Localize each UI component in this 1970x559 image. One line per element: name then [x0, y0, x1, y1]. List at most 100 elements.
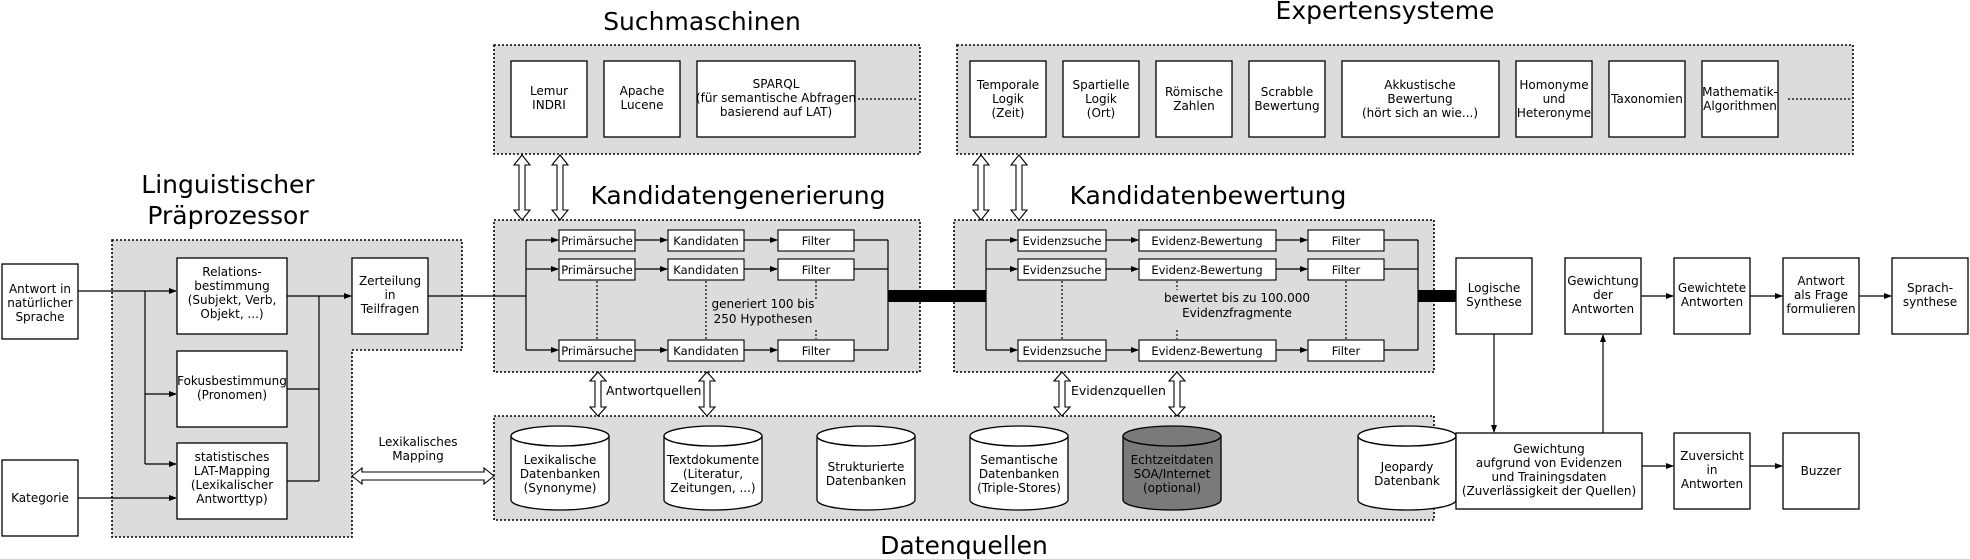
- evaluation-filter-label-1: Filter: [1332, 234, 1361, 248]
- buzzer-label: Buzzer: [1801, 464, 1842, 478]
- evaluation-to-sources-double-arrow-2: [1167, 371, 1187, 417]
- data-source-label: Lexikalische: [524, 453, 597, 467]
- generation-merge-line: [854, 239, 889, 351]
- data-source-textdokumente: Textdokumente(Literatur,Zeitungen, ...): [663, 425, 763, 511]
- cylinder-top: [969, 425, 1069, 447]
- cylinder-top: [510, 425, 610, 447]
- kandidaten-label-2: Kandidaten: [673, 263, 738, 277]
- generation-filter-label-2: Filter: [802, 263, 831, 277]
- evaluation-to-sources-double-arrow-1: [1052, 371, 1072, 417]
- heading-praeprozessor-line1: Linguistischer: [141, 170, 315, 199]
- fokusbestimmung-label: Fokusbestimmung(Pronomen): [177, 374, 287, 402]
- cylinder-top: [663, 425, 763, 447]
- cylinder-top: [816, 425, 916, 447]
- primaersuche-label-3: Primärsuche: [561, 344, 633, 358]
- antwort-input-box: [1, 263, 79, 340]
- evaluation-ellipsis-dots: [1061, 281, 1347, 339]
- expert-taxonomien-box: [1608, 60, 1686, 138]
- expert-temporale-logik-box: [969, 60, 1047, 138]
- gewichtete-antworten-box: [1673, 257, 1751, 335]
- lexikalisches-mapping-double-arrow: [351, 466, 495, 486]
- cylinder-top: [1122, 425, 1222, 447]
- generation-to-sources-double-arrow-1: [588, 371, 608, 417]
- heading-kandidatengenerierung: Kandidatengenerierung: [590, 181, 885, 210]
- expert-spartielle-logik-box: [1062, 60, 1140, 138]
- gewichtung-evidenzen-box: [1455, 432, 1643, 510]
- generation-to-sources-double-arrow-2: [697, 371, 717, 417]
- kandidaten-label-3: Kandidaten: [673, 344, 738, 358]
- evaluation-to-synthese-connector: [1418, 290, 1456, 302]
- search-to-generation-double-arrow-1: [512, 154, 532, 221]
- heading-praeprozessor-line2: Präprozessor: [147, 201, 309, 230]
- expert-akkustische-box: [1341, 60, 1500, 138]
- heading-suchmaschinen: Suchmaschinen: [603, 7, 801, 36]
- data-source-label: Datenbanken: [826, 474, 906, 488]
- evidenzsuche-label-3: Evidenzsuche: [1023, 344, 1102, 358]
- primaersuche-label-2: Primärsuche: [561, 263, 633, 277]
- data-source-label: SOA/Internet: [1134, 467, 1211, 481]
- data-sources-region: [493, 415, 1435, 521]
- expert-scrabble-box: [1248, 60, 1326, 138]
- relationsbestimmung-label: Relations-bestimmung(Subjekt, Verb,Objek…: [188, 265, 277, 321]
- data-source-label: Datenbanken: [520, 467, 600, 481]
- kategorie-input-box: [1, 459, 79, 537]
- vertical-double-arrows: [512, 154, 1187, 417]
- data-source-label: Datenbanken: [979, 467, 1059, 481]
- generation-to-evaluation-connector: [888, 290, 986, 302]
- search-to-generation-double-arrow-2: [550, 154, 570, 221]
- heading-kandidatenbewertung: Kandidatenbewertung: [1070, 181, 1347, 210]
- data-source-label: Strukturierte: [828, 460, 905, 474]
- data-source-label: Echtzeitdaten: [1131, 453, 1214, 467]
- expert-roemische-zahlen-box: [1155, 60, 1233, 138]
- zerteilung-box: [351, 257, 429, 335]
- expert-taxonomien-label: Taxonomien: [1610, 92, 1683, 106]
- expert-to-evaluation-double-arrow-2: [1009, 154, 1029, 221]
- logische-synthese-box: [1455, 257, 1533, 335]
- evidenzquellen-label: Evidenzquellen: [1071, 383, 1166, 398]
- evaluation-merge-line: [1384, 239, 1419, 351]
- data-source-label: Semantische: [980, 453, 1058, 467]
- lat-mapping-box: [176, 442, 288, 520]
- fokusbestimmung-box: [176, 350, 288, 428]
- data-source-label: Textdokumente: [666, 453, 759, 467]
- kandidaten-label-1: Kandidaten: [673, 234, 738, 248]
- evaluation-filter-label-2: Filter: [1332, 263, 1361, 277]
- preprocessor-merge-line: [287, 295, 320, 482]
- search-engine-lemur-box: [510, 60, 588, 138]
- kategorie-input-label: Kategorie: [11, 491, 69, 505]
- buzzer-box: [1782, 432, 1860, 510]
- data-source-label: Datenbank: [1374, 474, 1440, 488]
- primaersuche-label-1: Primärsuche: [561, 234, 633, 248]
- candidate-generation-pipeline: Primärsuche Primärsuche Primärsuche Kand…: [525, 229, 889, 362]
- evaluation-filter-label-3: Filter: [1332, 344, 1361, 358]
- generation-ellipsis-dots: [596, 281, 817, 339]
- sprachsynthese-label: Sprach-synthese: [1903, 281, 1957, 309]
- generation-filter-label-1: Filter: [802, 234, 831, 248]
